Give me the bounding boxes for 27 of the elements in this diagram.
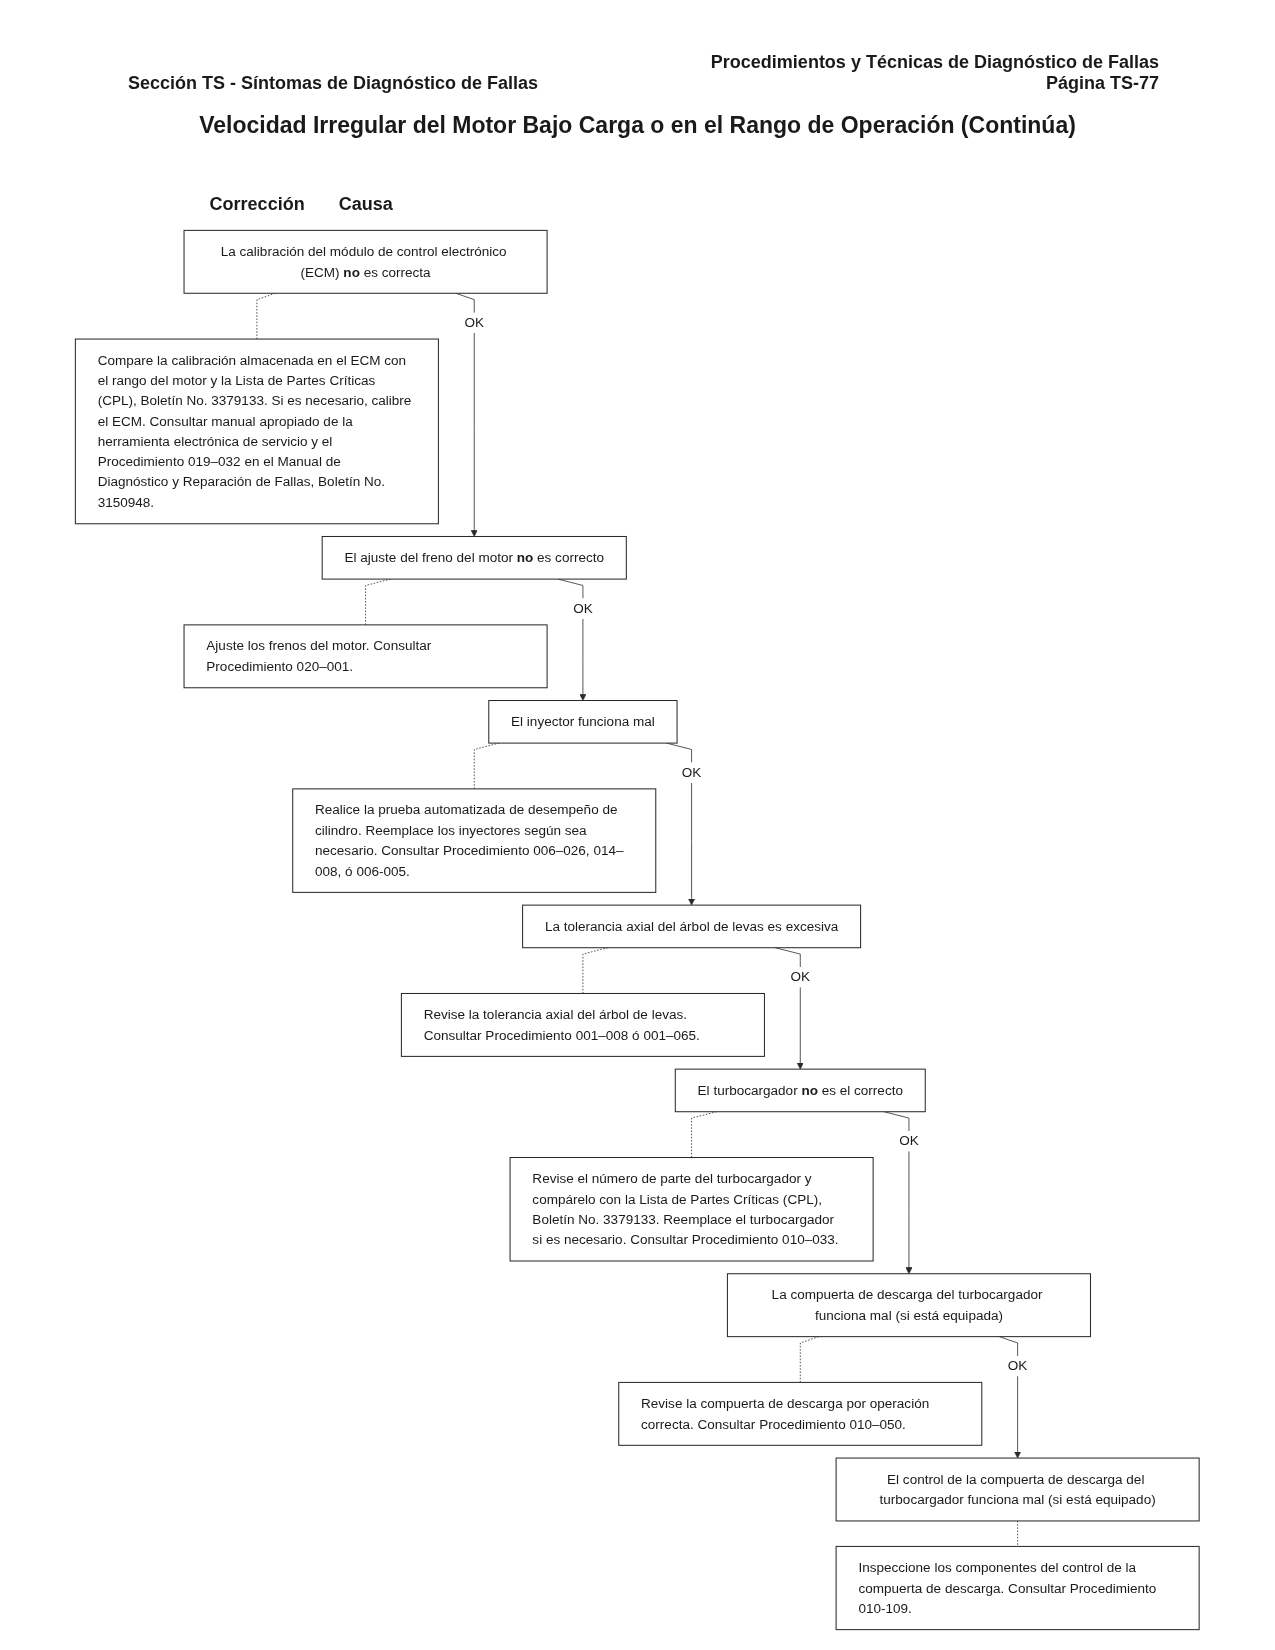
node-box: La tolerancia axial del árbol de levas es excesiva (522, 904, 862, 949)
edge-label: OK (1008, 1358, 1028, 1374)
node-box: Revise la tolerancia axial del árbol de levas. Consultar Procedimiento 001–008 ó 001–065. (401, 992, 766, 1057)
header-text: Sección TS - Síntomas de Diagnóstico de Fallas (128, 73, 539, 94)
node-box: El inyector funciona mal (488, 700, 678, 744)
edge-label: OK (573, 600, 593, 616)
node-box: Revise el número de parte del turbocargador y compárelo con la Lista de Partes Críticas (CPL), Boletín No. 3379133. Reemplace el turbocargador si es necesario. Consultar Procedimiento 010–033. (509, 1157, 874, 1262)
node-box: El ajuste del freno del motor no es correcto (321, 536, 628, 580)
node-box: Inspeccione los componentes del control de la compuerta de descarga. Consultar Procedimiento 010-109. (835, 1545, 1200, 1631)
node-box: La calibración del módulo de control electrónico (ECM) no es correcta (183, 229, 548, 294)
node-box: La compuerta de descarga del turbocargador funciona mal (si está equipada) (727, 1273, 1092, 1338)
node-box: Realice la prueba automatizada de desempeño de cilindro. Reemplace los inyectores según sea necesario. Consultar Procedimiento 006–026, 014–008, ó 006-005. (292, 788, 657, 893)
header-text: Página TS-77 (1045, 73, 1159, 94)
node-box: Revise la compuerta de descarga por operación correcta. Consultar Procedimiento 010–050. (618, 1381, 983, 1446)
page-title: Velocidad Irregular del Motor Bajo Carga o en el Rango de Operación (Continúa) (198, 112, 1077, 139)
edge-label: OK (790, 969, 811, 985)
column-heading: Causa (338, 194, 393, 215)
column-heading: Corrección (209, 194, 305, 215)
edge-label: OK (682, 764, 702, 780)
node-box: Compare la calibración almacenada en el ECM con el rango del motor y la Lista de Partes Críticas (CPL), Boletín No. 3379133. Si es necesario, calibre el ECM. Consultar manual apropiado de la herramienta electrónica de servicio y el Procedimiento 019–032 en el Manual de Diagnóstico y Reparación de Fallas, Boletín No. 3150948. (75, 338, 440, 525)
edge-label: OK (899, 1133, 919, 1149)
node-box: El turbocargador no es el correcto (675, 1068, 926, 1113)
node-box: El control de la compuerta de descarga del turbocargador funciona mal (si está equipado) (835, 1457, 1200, 1522)
header-text: Procedimientos y Técnicas de Diagnóstico de Fallas (710, 52, 1159, 73)
node-box: Ajuste los frenos del motor. Consultar Procedimiento 020–001. (183, 624, 548, 689)
connector (1017, 1520, 1019, 1547)
edge-label: OK (464, 314, 485, 330)
